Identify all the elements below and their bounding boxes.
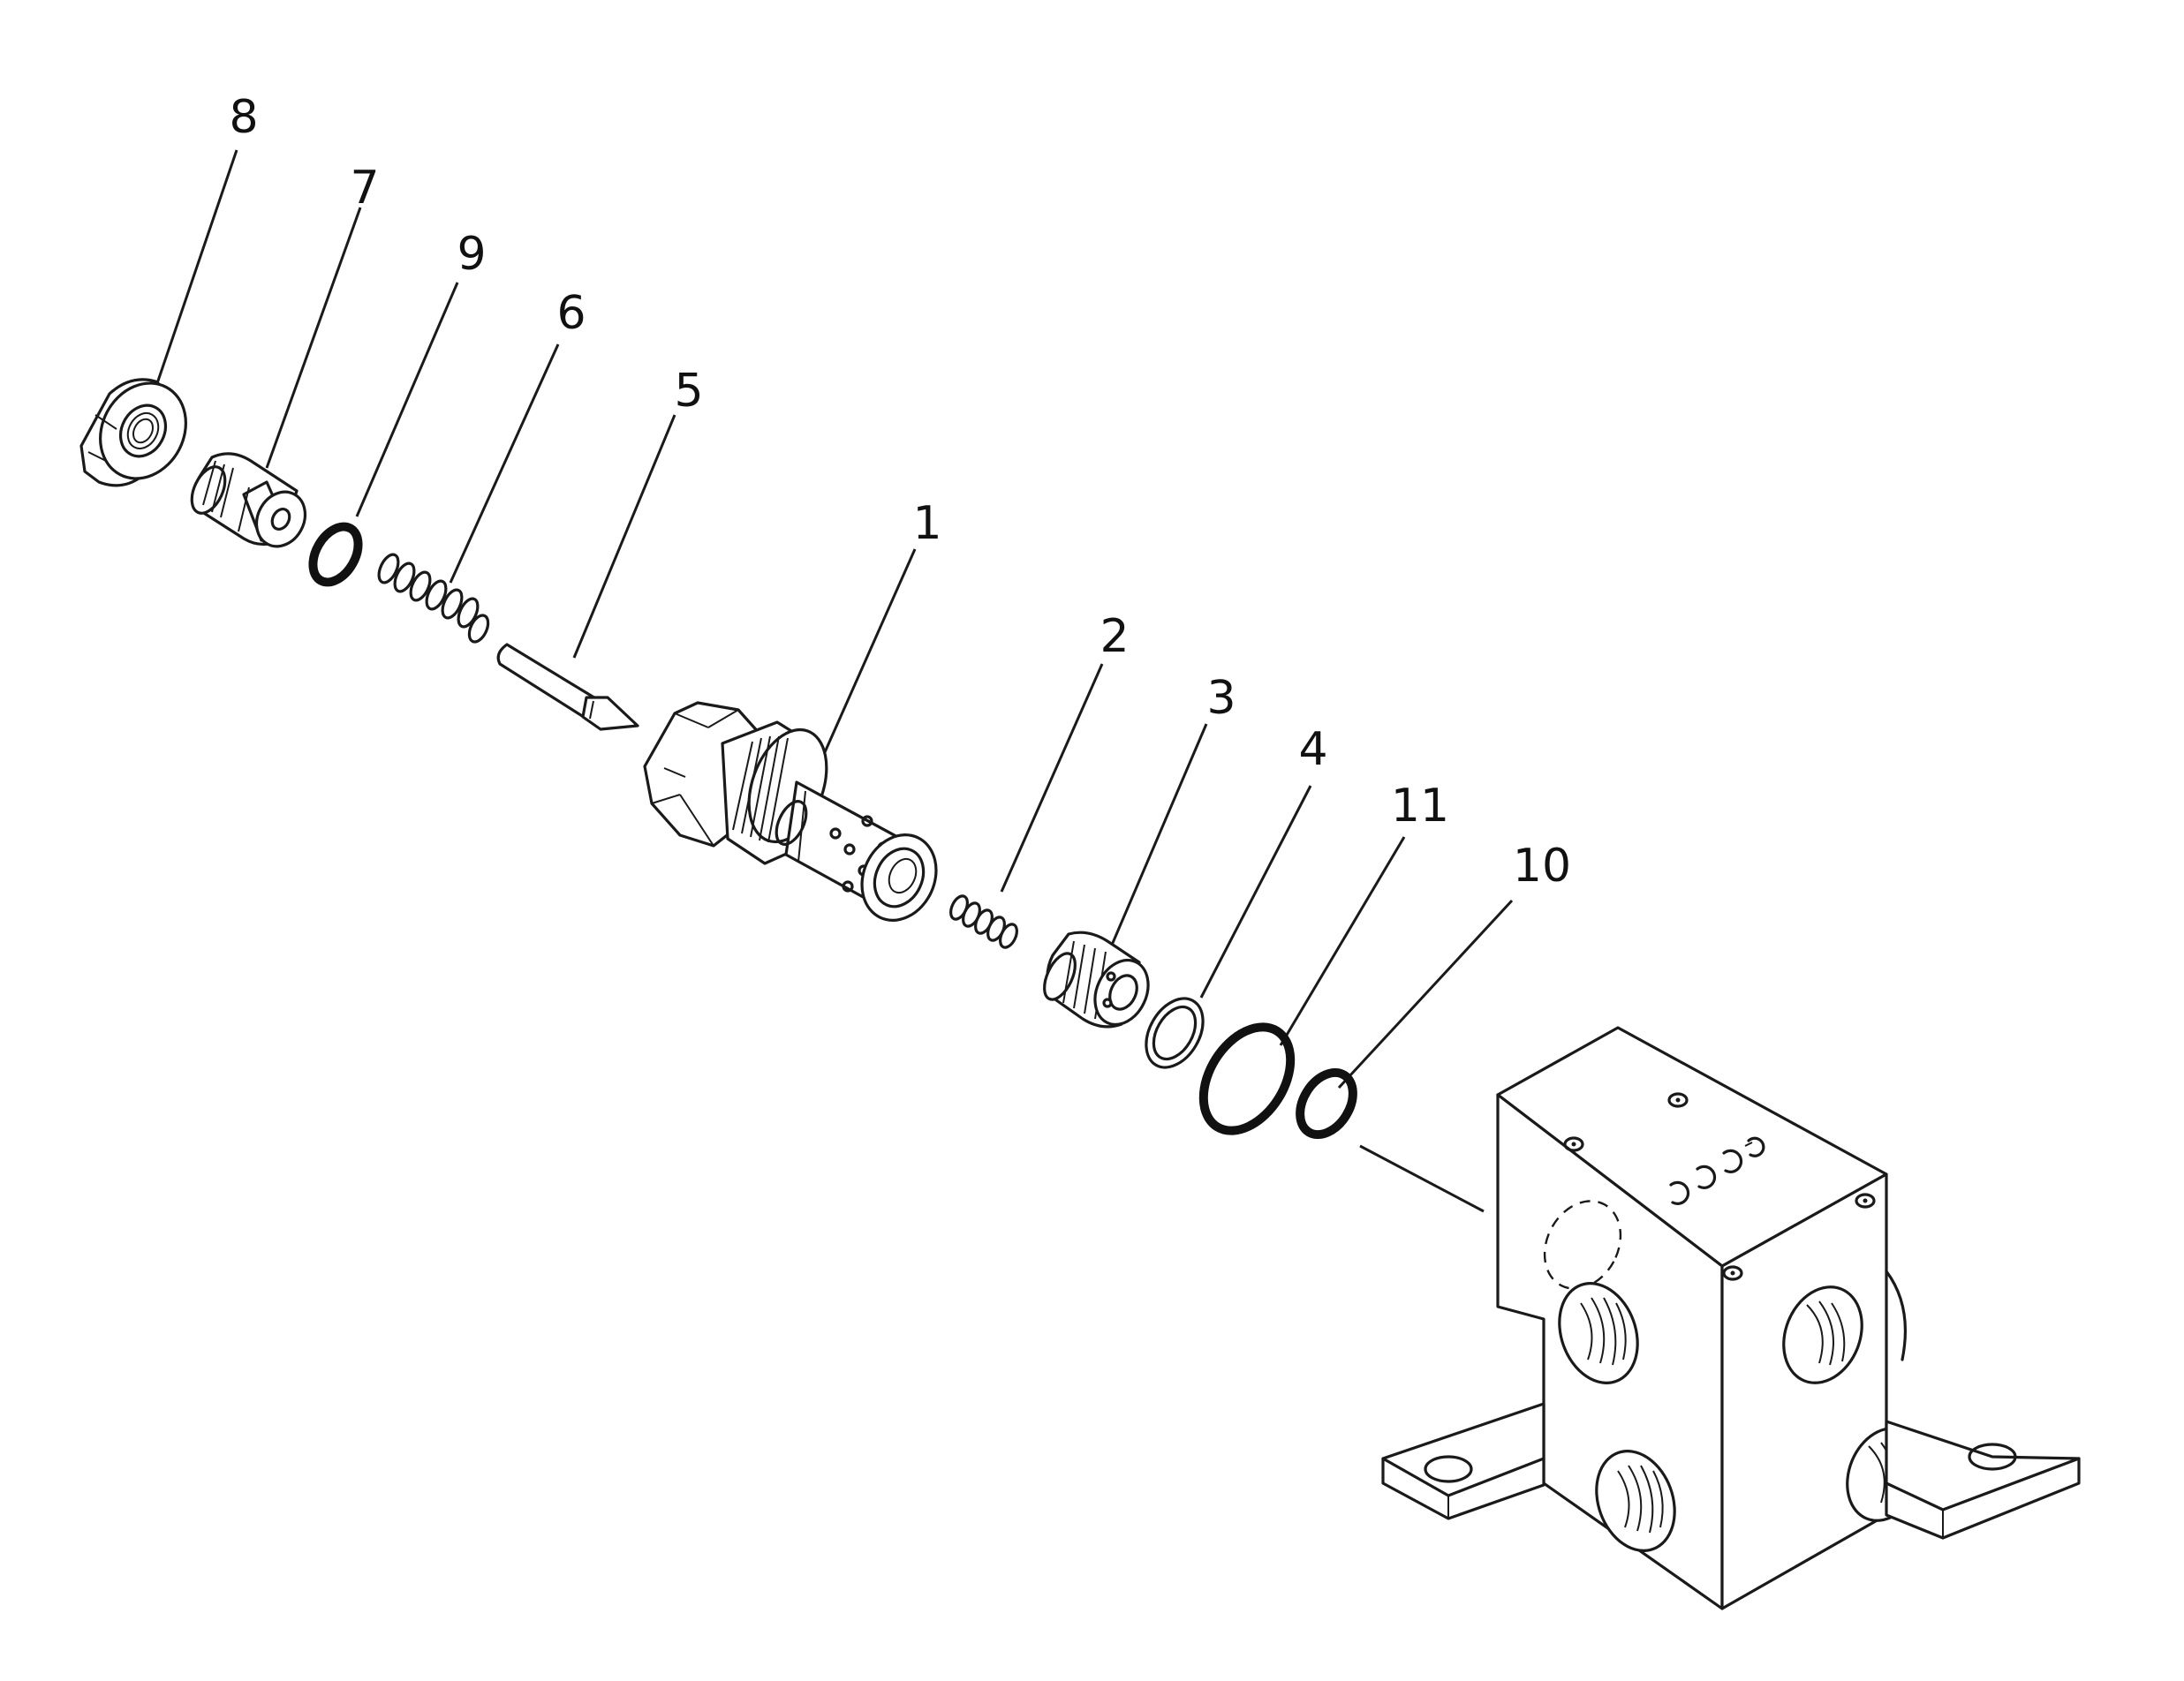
stamped-marking <box>1669 1136 1765 1205</box>
leader-11 <box>1279 836 1406 1046</box>
part-10-o-ring <box>1296 1067 1357 1140</box>
leader-8 <box>154 149 238 389</box>
leader-4 <box>1199 785 1312 999</box>
part-label-9: 9 <box>457 228 486 281</box>
leader-axis <box>1359 1144 1485 1213</box>
part-label-3: 3 <box>1206 672 1236 725</box>
part-label-11: 11 <box>1391 780 1449 833</box>
part-label-4: 4 <box>1298 723 1327 776</box>
part-1-valve-body <box>643 701 938 922</box>
part-label-6: 6 <box>556 287 586 340</box>
part-label-2: 2 <box>1100 610 1129 663</box>
part-6-spring <box>377 553 490 644</box>
part-3-spool <box>1043 931 1150 1029</box>
leader-7 <box>265 207 362 469</box>
part-8-nut <box>79 378 187 487</box>
leader-6 <box>449 343 560 584</box>
part-4-washer <box>1145 997 1205 1069</box>
part-7-plug <box>190 452 307 548</box>
part-labels: 8 7 9 6 5 1 2 3 4 11 10 <box>229 91 1571 893</box>
part-label-10: 10 <box>1513 840 1571 893</box>
leader-5 <box>572 414 676 659</box>
leader-2 <box>1000 663 1104 893</box>
part-5-pin <box>496 643 639 731</box>
leader-10 <box>1337 899 1514 1089</box>
part-label-8: 8 <box>229 91 258 144</box>
part-label-5: 5 <box>674 365 703 418</box>
part-2-spring <box>949 894 1018 949</box>
part-label-1: 1 <box>912 497 941 550</box>
part-9-o-ring <box>308 522 363 587</box>
leader-3 <box>1106 723 1208 956</box>
part-11-o-ring <box>1198 1022 1296 1135</box>
leader-9 <box>355 282 459 517</box>
leader-1 <box>816 548 917 769</box>
leader-lines <box>154 149 1514 1213</box>
valve-block <box>1381 1026 2081 1610</box>
part-label-7: 7 <box>350 162 379 215</box>
